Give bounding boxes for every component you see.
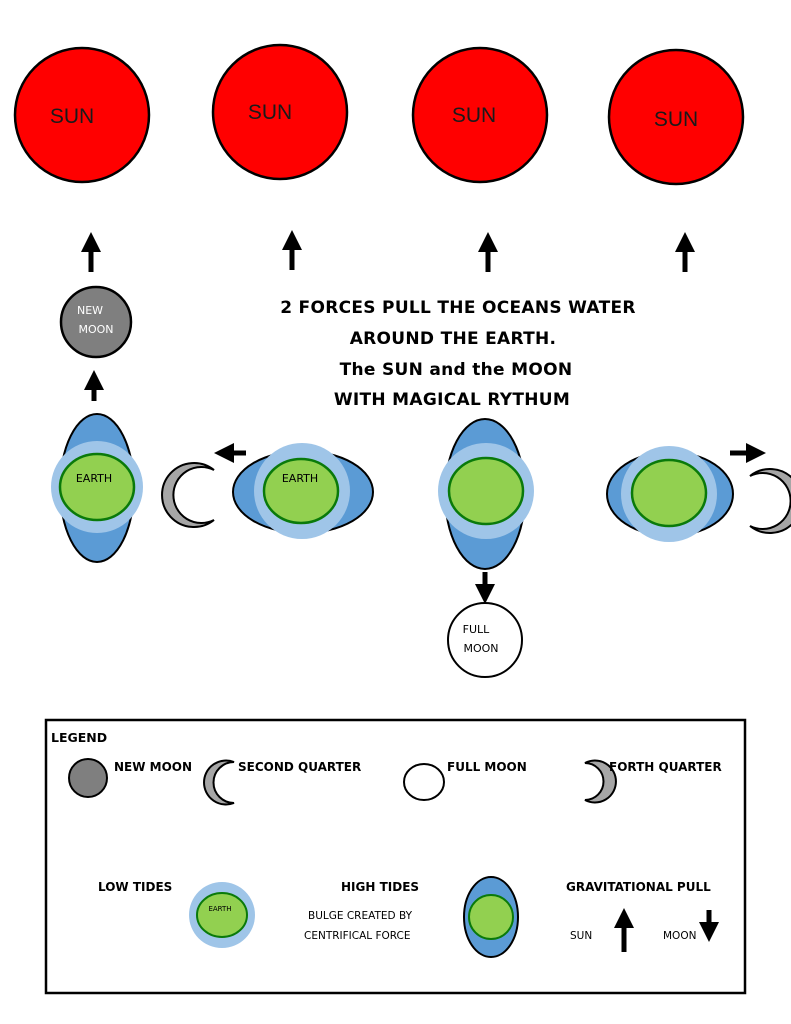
earth-2-label: EARTH <box>282 472 318 485</box>
forth-quarter-moon <box>749 468 791 534</box>
earth-high-tide-horizontal: EARTH <box>232 443 374 539</box>
sun-3-label: SUN <box>452 104 496 127</box>
new-moon: NEW MOON <box>59 285 133 359</box>
legend-new-moon-icon <box>68 758 108 798</box>
legend-high-tides-label: HIGH TIDES <box>341 880 419 894</box>
legend-bulge-line2: CENTRIFICAL FORCE <box>304 930 411 942</box>
sun-1-label: SUN <box>50 105 94 128</box>
legend-low-tides-label: LOW TIDES <box>98 880 172 894</box>
legend-second-quarter-icon <box>203 759 235 806</box>
full-moon-label-line1: FULL <box>463 623 491 636</box>
legend-gravitational-pull-label: GRAVITATIONAL PULL <box>566 880 711 894</box>
legend-second-quarter-label: SECOND QUARTER <box>238 760 361 774</box>
new-moon-label-line1: NEW <box>77 304 103 317</box>
title-line-2: AROUND THE EARTH. <box>350 329 557 349</box>
sun-4-label: SUN <box>654 108 698 131</box>
earth-high-tide-horizontal-2 <box>606 446 734 542</box>
legend: LEGEND NEW MOON SECOND QUARTER FULL MOON… <box>44 718 747 995</box>
full-moon-label-line2: MOON <box>463 642 498 655</box>
sun-2: SUN <box>211 43 349 181</box>
legend-new-moon-label: NEW MOON <box>114 760 192 774</box>
title-line-3: The SUN and the MOON <box>340 360 573 380</box>
earth-1-label: EARTH <box>76 472 112 485</box>
legend-sun-label: SUN <box>570 930 592 942</box>
sun-4: SUN <box>607 48 745 186</box>
new-moon-label-line2: MOON <box>78 323 113 336</box>
legend-full-moon-label: FULL MOON <box>447 760 527 774</box>
second-quarter-moon <box>161 462 215 528</box>
legend-forth-quarter-label: FORTH QUARTER <box>609 760 722 774</box>
legend-title: LEGEND <box>51 730 107 745</box>
legend-low-tides-earth-label: EARTH <box>208 905 231 913</box>
diagram-title: 2 FORCES PULL THE OCEANS WATER AROUND TH… <box>280 298 636 410</box>
legend-bulge-line1: BULGE CREATED BY <box>308 910 413 922</box>
legend-moon-label: MOON <box>663 930 696 942</box>
earth-high-tide-full-moon <box>438 418 534 570</box>
title-line-1: 2 FORCES PULL THE OCEANS WATER <box>280 298 636 318</box>
sun-2-label: SUN <box>248 101 292 124</box>
title-line-4: WITH MAGICAL RYTHUM <box>334 390 570 410</box>
earth-high-tide-vertical: EARTH <box>51 413 143 563</box>
sun-1: SUN <box>13 46 151 184</box>
sun-3: SUN <box>411 46 549 184</box>
legend-full-moon-icon <box>403 763 445 801</box>
full-moon: FULL MOON <box>447 602 523 678</box>
legend-forth-quarter-icon <box>584 759 617 804</box>
